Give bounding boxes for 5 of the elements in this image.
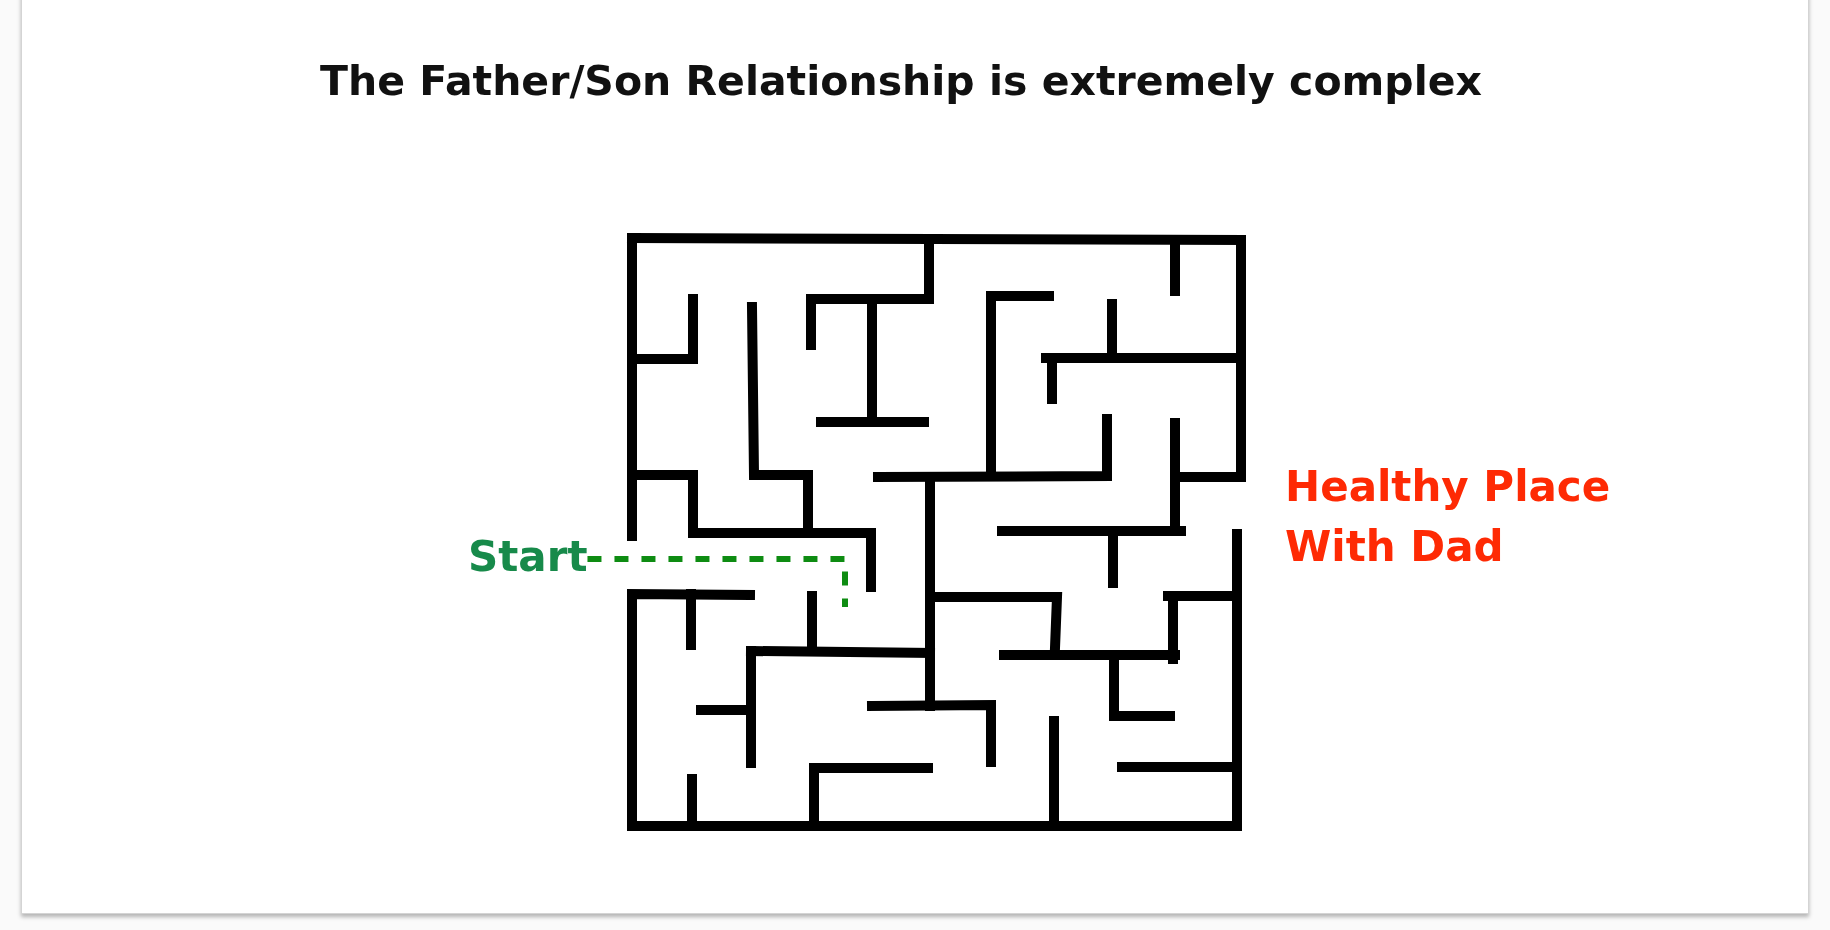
start-label: Start <box>468 536 588 578</box>
destination-label: Healthy Place With Dad <box>1285 461 1612 573</box>
dashed-path-line <box>587 556 848 607</box>
title: The Father/Son Relationship is extremely complex <box>320 61 1482 102</box>
maze-drawing <box>627 233 1246 831</box>
